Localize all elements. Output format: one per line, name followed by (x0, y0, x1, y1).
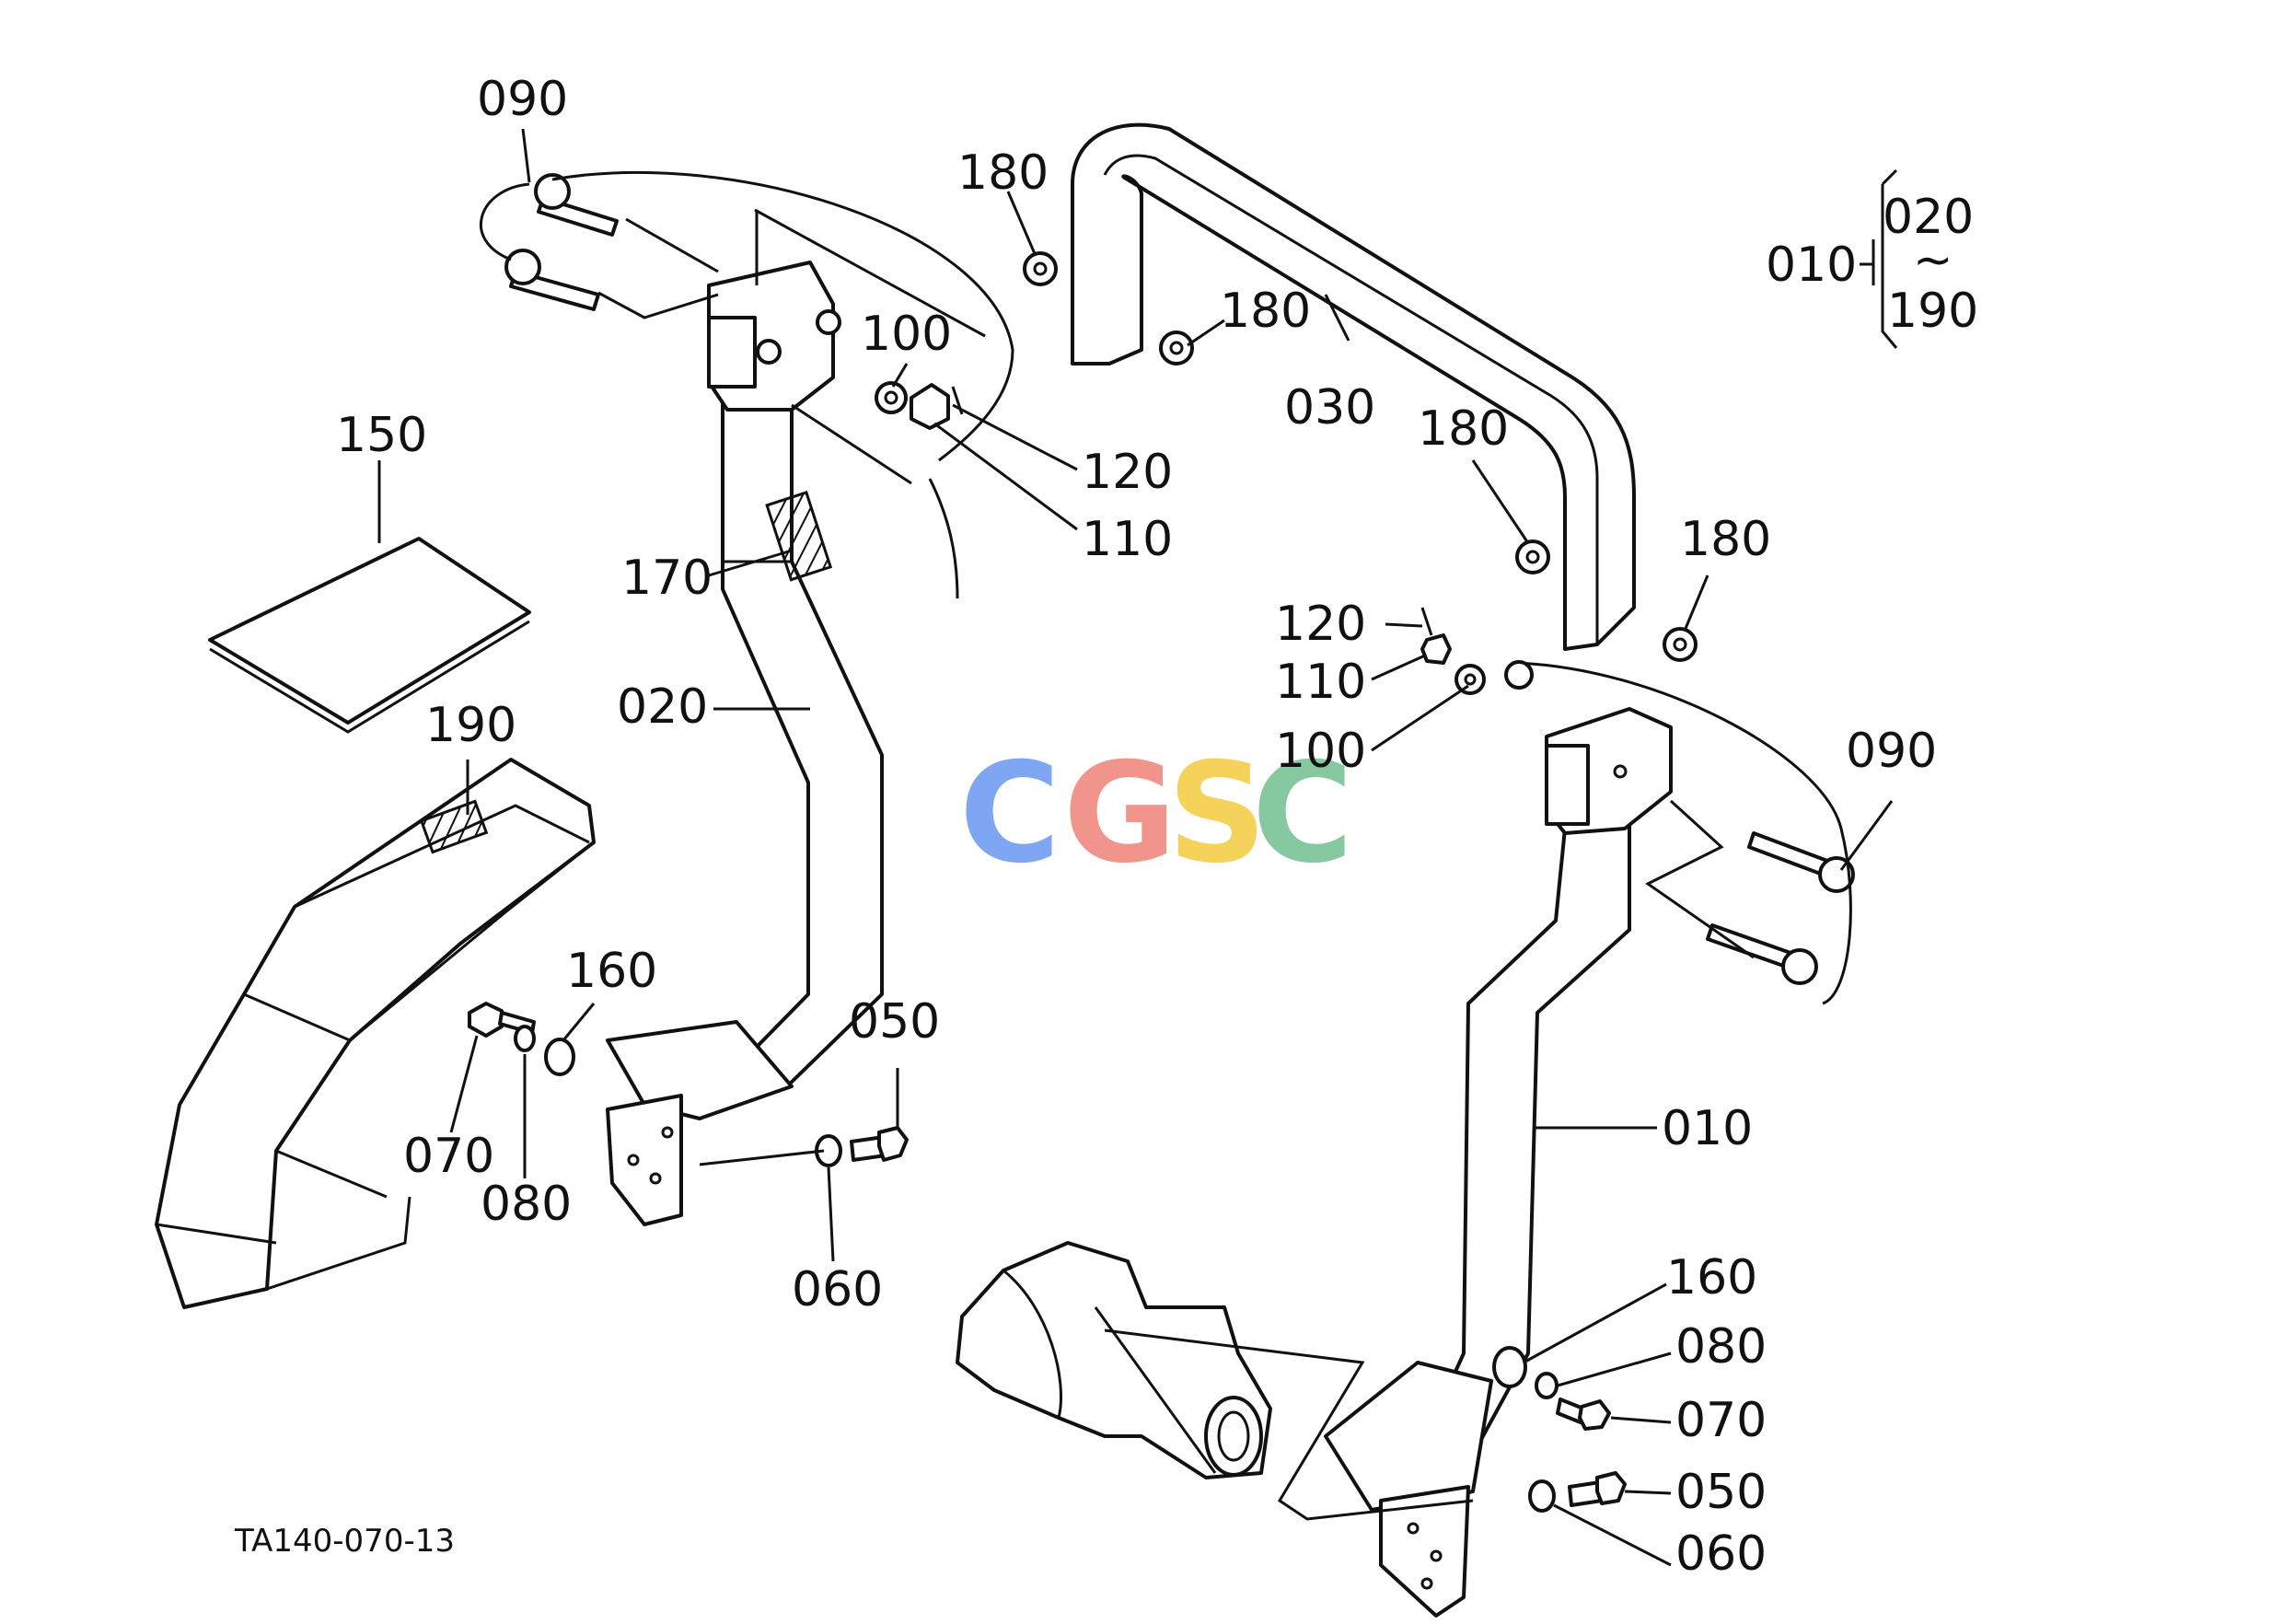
washers-180 (1023, 251, 1698, 662)
watermark-letter-c2: C (1252, 734, 1353, 894)
callout-080-right: 080 (1675, 1319, 1767, 1375)
callout-150: 150 (336, 408, 427, 463)
left-pins (479, 170, 1014, 599)
callout-110-left: 110 (1082, 512, 1173, 567)
range-parent-label: 010 (1766, 238, 1857, 293)
drawing-code: TA140-070-13 (234, 1523, 455, 1560)
left-hardware (875, 381, 964, 430)
callout-160-left: 160 (566, 944, 657, 999)
left-lower-hardware (468, 1002, 909, 1167)
callout-160-right: 160 (1666, 1250, 1757, 1305)
manual-150 (208, 537, 531, 734)
watermark-letter-s: S (1167, 734, 1267, 894)
range-tilde: ~ (1913, 233, 1953, 288)
watermark-letter-c1: C (959, 734, 1060, 894)
leader-lines (377, 128, 1898, 1567)
callout-180-c: 180 (1418, 401, 1509, 457)
callout-080-left: 080 (481, 1177, 572, 1232)
callout-110-right: 110 (1275, 655, 1366, 710)
callout-070-left: 070 (403, 1129, 494, 1184)
transmission-housing (956, 1241, 1474, 1521)
fender (155, 758, 596, 1309)
right-lower-hardware (1492, 1346, 1627, 1513)
right-rops-post-010 (1324, 707, 1673, 1618)
callout-180-b: 180 (1220, 284, 1311, 339)
callout-labels: 090 180 180 100 120 110 150 170 020 030 … (336, 72, 1937, 1582)
range-from-label: 020 (1883, 190, 1974, 245)
callout-030: 030 (1284, 380, 1375, 435)
watermark-logo: C G S C (959, 734, 1353, 894)
range-to-label: 190 (1887, 284, 1978, 339)
left-rops-post-020 (606, 261, 884, 1226)
callout-010: 010 (1662, 1101, 1753, 1156)
callout-090-left: 090 (477, 72, 568, 127)
callout-100-right: 100 (1275, 724, 1366, 779)
callout-050-right: 050 (1675, 1465, 1767, 1520)
watermark-letter-g: G (1063, 734, 1176, 894)
callout-060-left: 060 (792, 1262, 883, 1317)
callout-050-left: 050 (849, 994, 940, 1050)
callout-120-right: 120 (1275, 597, 1366, 652)
right-hardware (1420, 607, 1534, 695)
callout-190: 190 (425, 698, 516, 753)
callout-180-a: 180 (957, 145, 1049, 201)
roll-bar-030 (1071, 122, 1636, 651)
callout-180-d: 180 (1680, 512, 1771, 567)
callout-170: 170 (621, 551, 713, 606)
callout-020: 020 (617, 679, 708, 735)
callout-090-right: 090 (1846, 724, 1937, 779)
range-callout: 010 020 ~ 190 (1766, 190, 1978, 339)
callout-060-right: 060 (1675, 1526, 1767, 1582)
callout-070-right: 070 (1675, 1393, 1767, 1448)
callout-120-left: 120 (1082, 445, 1173, 500)
callout-100-left: 100 (861, 307, 952, 362)
